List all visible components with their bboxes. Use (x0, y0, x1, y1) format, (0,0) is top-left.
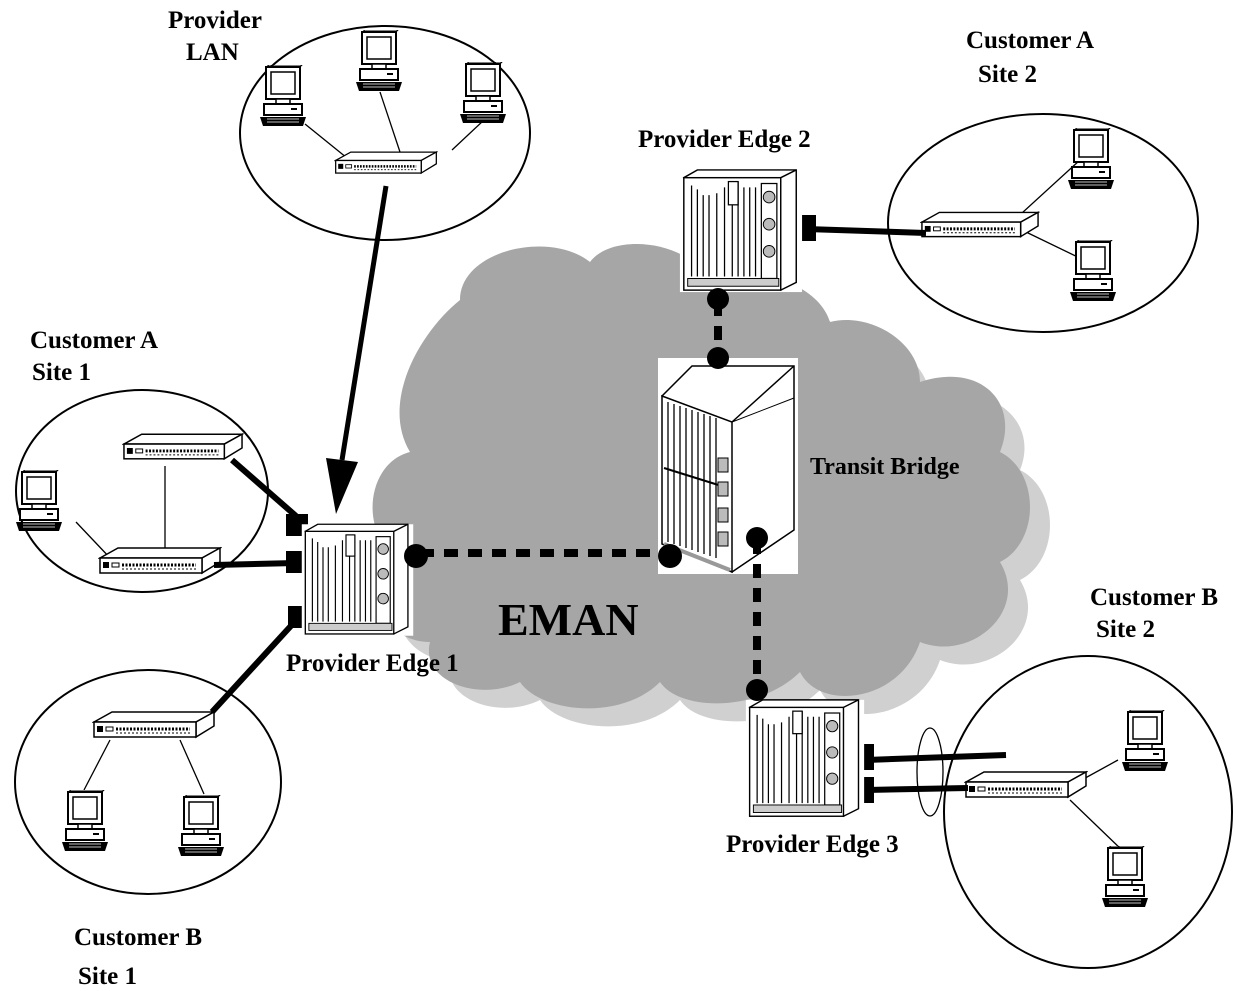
provider-edge-3-chassis-icon (745, 699, 865, 819)
provider-lan-switch-icon (334, 150, 438, 175)
customer-a-site1-label-line1: Customer A (30, 327, 158, 354)
customer-a-site1-label-line2: Site 1 (32, 359, 91, 386)
provider-edge-1-chassis-icon (301, 523, 414, 637)
customer-a-site2-label-line1: Customer A (966, 27, 1094, 54)
link-aggregation-ring (916, 727, 944, 817)
provider-lan-uplink-arrow (326, 185, 389, 514)
customer-b-site2-label-line2: Site 2 (1096, 616, 1155, 643)
transit-bridge-label: Transit Bridge (810, 454, 960, 480)
computer-icon (1101, 846, 1149, 908)
provider-lan-label-line2: LAN (186, 39, 239, 66)
provider-edge-1-label: Provider Edge 1 (286, 650, 459, 677)
eman-label: EMAN (498, 594, 639, 645)
eman-endpoints (404, 288, 768, 701)
customer-b-site1-switch-icon (92, 710, 216, 739)
computer-icon (1121, 710, 1169, 772)
computer-icon (355, 30, 403, 92)
transit-bridge-chassis-icon (658, 358, 798, 574)
customer-a-site1-switch-top-icon (122, 432, 244, 461)
computer-icon (1067, 128, 1115, 190)
provider-edge-2-chassis-icon (679, 169, 803, 293)
customer-b-site1-label-line2: Site 1 (78, 963, 137, 990)
provider-edge-3-label: Provider Edge 3 (726, 831, 899, 858)
customer-b-site1-circle (14, 669, 282, 895)
customer-b-site1-label-line1: Customer B (74, 924, 202, 951)
computer-icon (259, 65, 307, 127)
computer-icon (1069, 240, 1117, 302)
customer-b-site2-circle (943, 655, 1233, 969)
customer-a-site2-switch-icon (920, 210, 1040, 239)
computer-icon (61, 790, 109, 852)
customer-a-site2-circle (887, 113, 1199, 333)
trunk-links (209, 226, 1007, 793)
computer-icon (459, 62, 507, 124)
customer-a-site2-label-line2: Site 2 (978, 61, 1037, 88)
eman-links (420, 302, 761, 682)
customer-b-site2-label-line1: Customer B (1090, 584, 1218, 611)
customer-b-site2-switch-icon (964, 770, 1088, 799)
port-blocks (286, 215, 874, 803)
customer-a-site1-switch-bottom-icon (98, 546, 222, 575)
computer-icon (177, 795, 225, 857)
provider-lan-circle (239, 25, 531, 241)
provider-edge-2-label: Provider Edge 2 (638, 126, 811, 153)
provider-lan-label-line1: Provider (168, 7, 262, 34)
